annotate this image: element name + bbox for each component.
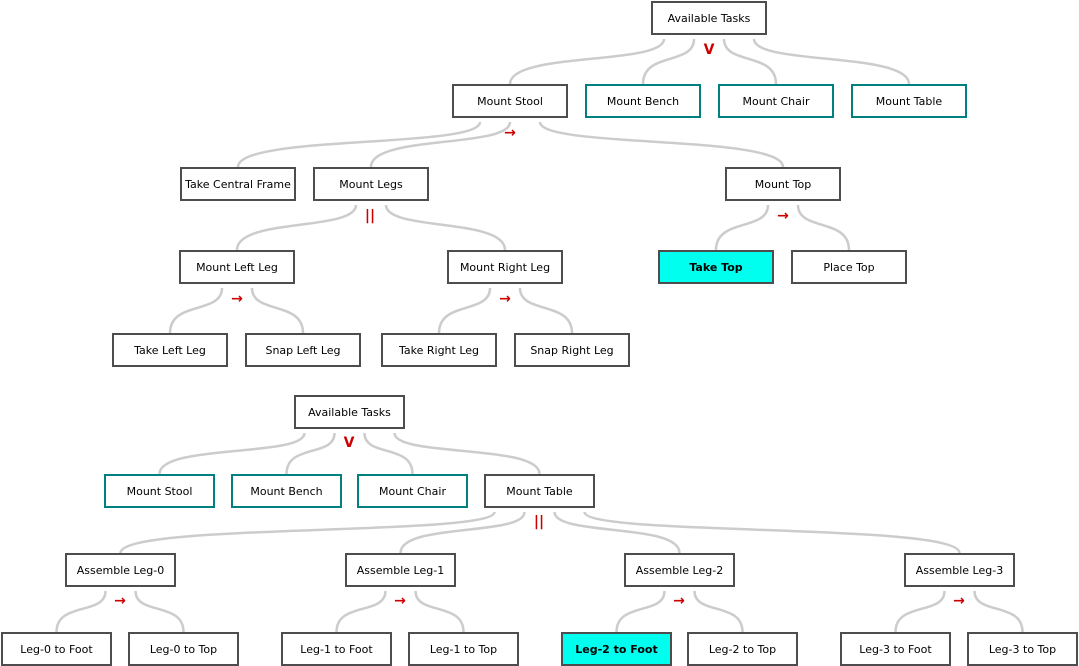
alternative-mount-chair[interactable]: Mount Chair — [357, 474, 468, 508]
task-leg-2-to-top[interactable]: Leg-2 to Top — [687, 632, 798, 666]
tree-edge — [335, 590, 387, 633]
task-snap-left-leg[interactable]: Snap Left Leg — [245, 333, 361, 367]
tree-edge — [508, 38, 666, 85]
tree-edge — [369, 121, 512, 168]
tree-edge — [752, 38, 911, 85]
alternative-mount-bench[interactable]: Mount Bench — [231, 474, 342, 508]
tree-edge — [119, 510, 496, 554]
tree-edge — [796, 204, 851, 251]
task-mount-left-leg[interactable]: Mount Left Leg — [179, 250, 295, 284]
tree-edge — [250, 287, 305, 334]
parallel-operator: || — [533, 514, 545, 530]
parallel-operator: || — [364, 208, 376, 224]
task-leg-0-to-foot[interactable]: Leg-0 to Foot — [1, 632, 112, 666]
tree-edge — [363, 432, 414, 475]
tree-edge — [414, 590, 465, 633]
tree-edge — [158, 432, 306, 475]
choice-operator: V — [703, 42, 715, 58]
task-snap-right-leg[interactable]: Snap Right Leg — [514, 333, 630, 367]
tree-edge — [285, 432, 336, 475]
task-leg-2-to-foot[interactable]: Leg-2 to Foot — [561, 632, 672, 666]
task-mount-top[interactable]: Mount Top — [725, 167, 841, 201]
tree-edge — [55, 590, 107, 633]
task-leg-0-to-top[interactable]: Leg-0 to Top — [128, 632, 239, 666]
tree-edge — [553, 511, 681, 554]
task-take-right-leg[interactable]: Take Right Leg — [381, 333, 497, 367]
task-mount-right-leg[interactable]: Mount Right Leg — [447, 250, 563, 284]
alternative-mount-bench[interactable]: Mount Bench — [585, 84, 701, 118]
sequence-operator: → — [777, 208, 789, 224]
tree-edge — [399, 511, 526, 554]
tree-edge — [615, 590, 666, 633]
sequence-operator: → — [114, 593, 126, 609]
tree-edge — [235, 204, 358, 251]
sequence-operator: → — [499, 291, 511, 307]
tree-edge — [538, 121, 785, 168]
task-mount-legs[interactable]: Mount Legs — [313, 167, 429, 201]
task-take-left-leg[interactable]: Take Left Leg — [112, 333, 228, 367]
task-leg-3-to-top[interactable]: Leg-3 to Top — [967, 632, 1078, 666]
root-node[interactable]: Available Tasks — [294, 395, 405, 429]
task-mount-stool[interactable]: Mount Stool — [452, 84, 568, 118]
tree-edge — [134, 590, 185, 633]
tree-edge — [437, 287, 492, 334]
tree-edge — [583, 510, 961, 554]
tree-edge — [641, 38, 696, 85]
tree-edge — [518, 287, 574, 334]
task-leg-1-to-foot[interactable]: Leg-1 to Foot — [281, 632, 392, 666]
alternative-mount-chair[interactable]: Mount Chair — [718, 84, 834, 118]
task-assemble-leg-3[interactable]: Assemble Leg-3 — [904, 553, 1015, 587]
task-leg-1-to-top[interactable]: Leg-1 to Top — [408, 632, 519, 666]
tree-edge — [714, 204, 770, 251]
choice-operator: V — [343, 435, 355, 451]
sequence-operator: → — [394, 593, 406, 609]
alternative-mount-table[interactable]: Mount Table — [851, 84, 967, 118]
alternative-mount-stool[interactable]: Mount Stool — [104, 474, 215, 508]
sequence-operator: → — [231, 291, 243, 307]
tree-edge — [693, 590, 744, 633]
sequence-operator: → — [953, 593, 965, 609]
task-assemble-leg-0[interactable]: Assemble Leg-0 — [65, 553, 176, 587]
tree-edge — [894, 590, 946, 633]
task-take-central-frame[interactable]: Take Central Frame — [180, 167, 296, 201]
task-mount-table[interactable]: Mount Table — [484, 474, 595, 508]
tree-edge — [722, 38, 778, 85]
task-place-top[interactable]: Place Top — [791, 250, 907, 284]
tree-edge — [393, 432, 541, 475]
task-assemble-leg-1[interactable]: Assemble Leg-1 — [345, 553, 456, 587]
task-leg-3-to-foot[interactable]: Leg-3 to Foot — [840, 632, 951, 666]
tree-edge — [384, 204, 507, 251]
tree-edge — [236, 121, 482, 168]
sequence-operator: → — [504, 125, 516, 141]
task-assemble-leg-2[interactable]: Assemble Leg-2 — [624, 553, 735, 587]
sequence-operator: → — [673, 593, 685, 609]
root-node[interactable]: Available Tasks — [651, 1, 767, 35]
tree-edge — [168, 287, 224, 334]
tree-edge — [973, 590, 1024, 633]
task-take-top[interactable]: Take Top — [658, 250, 774, 284]
